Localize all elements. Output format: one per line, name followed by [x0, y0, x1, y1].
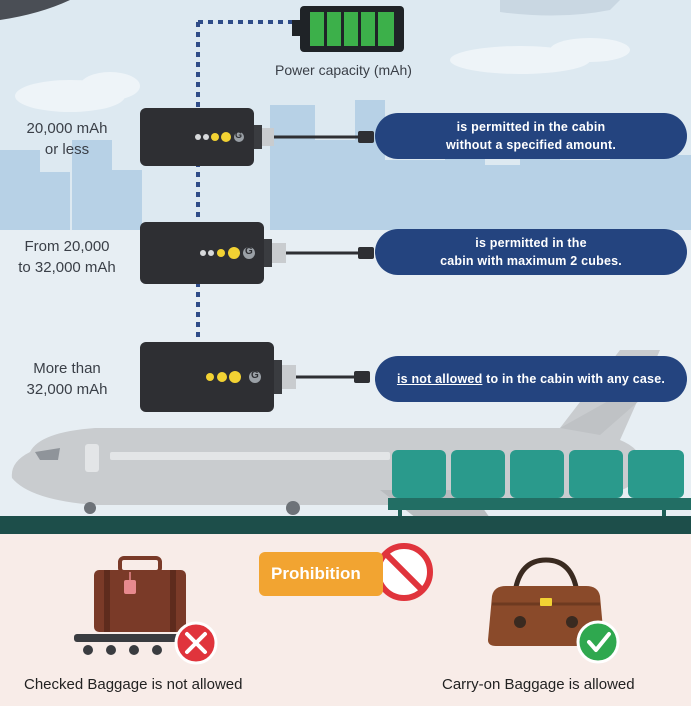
- tier-3-rule-rest: to in the cabin with any case.: [482, 372, 666, 386]
- power-bank-2-logo: G: [245, 246, 253, 257]
- distant-plane-shape: [500, 0, 620, 16]
- power-bank-3: [140, 342, 370, 412]
- checked-baggage-caption: Checked Baggage is not allowed: [24, 676, 243, 693]
- tier-1-rule-line-1: is permitted in the cabin: [456, 120, 606, 134]
- prohibition-sign-icon: [375, 543, 433, 601]
- floor-band: [0, 516, 691, 534]
- battery-icon: [292, 6, 404, 52]
- power-bank-3-logo: G: [251, 370, 259, 381]
- tier-2-rule-line-1: is permitted in the: [475, 236, 587, 250]
- capacity-label: Power capacity (mAh): [275, 62, 412, 78]
- tier-2-rule: is permitted in the cabin with maximum 2…: [375, 229, 687, 275]
- power-bank-1-logo: G: [235, 130, 243, 140]
- tier-3-rule-emphasis: is not allowed: [396, 372, 483, 386]
- tier-1-rule: is permitted in the cabin without a spec…: [375, 113, 687, 159]
- handbag-icon: [488, 557, 604, 646]
- corner-shape: [0, 0, 70, 20]
- suitcase-icon: [94, 556, 186, 632]
- tier-1-label: 20,000 mAh or less: [2, 118, 132, 160]
- airport-seats: [388, 450, 691, 549]
- tier-3-label: More than 32,000 mAh: [2, 358, 132, 400]
- tier-3-rule: is not allowed to in the cabin with any …: [375, 356, 687, 402]
- prohibition-tag: Prohibition: [259, 552, 383, 596]
- tier-2-label-line-2: to 32,000 mAh: [18, 259, 116, 276]
- conveyor-icon: [74, 634, 206, 655]
- tier-2-rule-line-2: cabin with maximum 2 cubes.: [440, 254, 622, 268]
- tier-2-label-line-1: From 20,000: [24, 238, 110, 255]
- tier-3-label-line-1: More than: [33, 360, 101, 377]
- tier-2-label: From 20,000 to 32,000 mAh: [2, 236, 132, 278]
- tier-1-label-line-1: 20,000 mAh: [26, 120, 108, 137]
- power-bank-1: [140, 108, 374, 166]
- tier-3-label-line-2: 32,000 mAh: [26, 381, 108, 398]
- tier-1-rule-line-2: without a specified amount.: [446, 138, 616, 152]
- carry-on-baggage-caption: Carry-on Baggage is allowed: [442, 676, 635, 693]
- prohibition-label: Prohibition: [271, 564, 361, 583]
- tier-1-label-line-2: or less: [44, 141, 90, 158]
- power-bank-2: [140, 222, 374, 284]
- red-x-icon: [174, 621, 218, 665]
- green-check-icon: [576, 620, 620, 664]
